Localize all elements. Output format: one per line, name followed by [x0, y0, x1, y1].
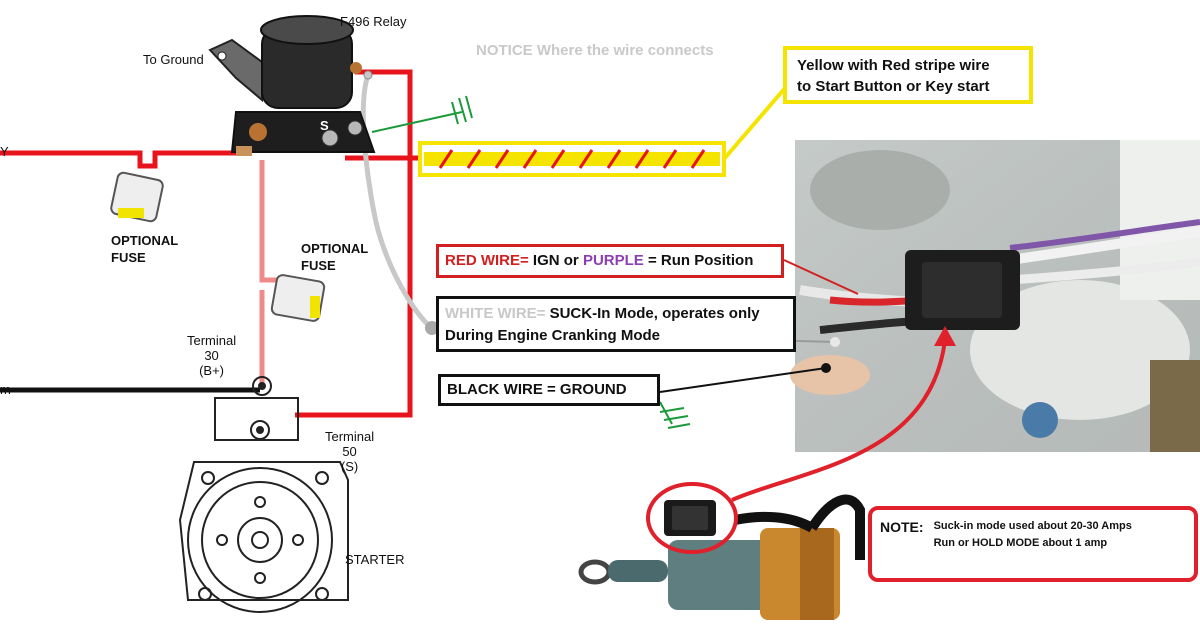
edge-label-bottom: m	[0, 382, 11, 397]
black-wire-callout: BLACK WIRE = GROUND	[438, 374, 660, 406]
pink-wire	[259, 160, 280, 385]
optional-fuse-1	[110, 171, 164, 223]
red-wires	[0, 69, 430, 418]
shutdown-solenoid	[578, 482, 865, 620]
engine-photo	[790, 140, 1200, 452]
starter-motor	[178, 376, 349, 613]
note-callout: NOTE: Suck-in mode used about 20-30 Amps…	[868, 506, 1198, 582]
terminal-30-label: Terminal 30 (B+)	[187, 333, 237, 378]
note-title: NOTE:	[880, 519, 924, 535]
starter-label: STARTER	[345, 552, 405, 567]
ground-symbol-black	[659, 401, 691, 429]
battery-feed-wire	[0, 150, 248, 169]
white-wire-callout: WHITE WIRE= SUCK-In Mode, operates only …	[436, 296, 796, 352]
white-wire	[360, 74, 434, 331]
note-line-1: Suck-in mode used about 20-30 Amps	[933, 520, 1132, 532]
edge-label-top: Y	[0, 144, 9, 159]
start-wire-highlight	[418, 78, 794, 177]
start-wire-callout: Yellow with Red stripe wire to Start But…	[783, 46, 1033, 104]
relay-terminal-s: S	[320, 118, 329, 133]
red-arrow	[731, 339, 947, 502]
to-ground-label: To Ground	[143, 52, 204, 67]
red-callout-line	[783, 259, 859, 295]
relay-terminal-i: I	[366, 60, 370, 72]
ground-symbol-relay	[371, 95, 473, 133]
f496-relay	[208, 15, 376, 156]
black-callout-line	[659, 367, 827, 393]
relay-top-loop-wire	[295, 69, 413, 418]
optional-fuse-2	[270, 274, 326, 322]
connector-highlight-circle	[646, 482, 738, 554]
relay-label: F496 Relay	[340, 14, 407, 29]
note-line-2: Run or HOLD MODE about 1 amp	[933, 537, 1108, 549]
terminal-50-label: Terminal 50 (S)	[325, 429, 375, 474]
notice-label: NOTICE Where the wire connects	[476, 42, 714, 59]
red-wire-callout: RED WIRE= IGN or PURPLE = Run Position	[436, 244, 784, 278]
